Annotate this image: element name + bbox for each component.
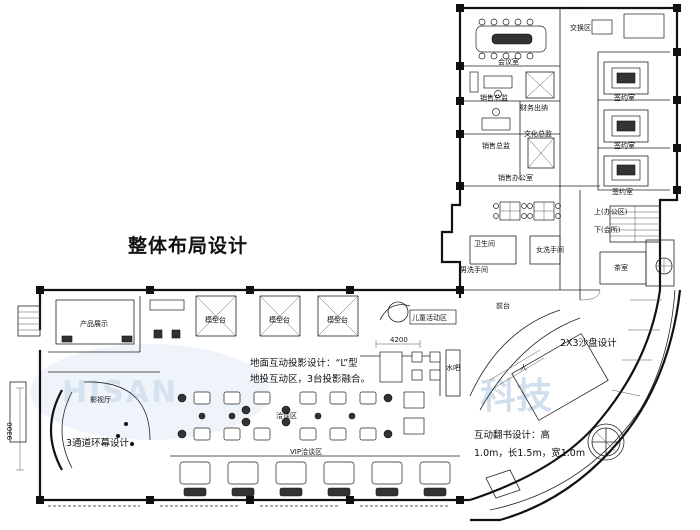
room-lounge: 影视厅 [90,395,111,404]
room-water-bar: 水吧 [446,363,460,372]
floor-projection-line-1: 地面互动投影设计：“L”型 [250,357,358,369]
model-table-1: 模型台 [205,315,226,324]
room-toilets: 卫生间 [474,239,495,248]
model-table-3: 模型台 [327,315,348,324]
flip-book-line-1: 互动翻书设计：高 [474,429,550,441]
showroom: 产品展示 模型台 模型台 模型台 儿童活动区 4200 9300 地面互动投 [6,286,682,522]
sandtable-people-label: 人 [520,364,527,372]
dimension-b: 9300 [6,422,14,440]
room-pantry: 茶室 [614,263,628,272]
room-sales-director-2: 销售总监 [482,141,510,150]
annotation-ring-screen: 3通道环幕设计 [66,437,130,449]
room-reception: 交换区 [570,23,591,32]
watermark-logo-shape [30,344,270,440]
watermark-chinese: 科技 [480,376,552,417]
room-sales-director-1: 销售总监 [480,93,508,102]
room-men: 男洗手间 [460,265,488,274]
room-signing-3: 签约室 [612,187,633,196]
room-signing-2: 签约室 [614,141,635,150]
dimension-a: 4200 [390,336,408,344]
annotation-floor-projection: 地面互动投影设计：“L”型 地投互动区，3台投影融合。 [250,357,370,385]
room-women: 女洗手间 [536,245,564,254]
room-vip-area: VIP洽谈区 [290,447,322,456]
room-sales-office: 销售办公室 [498,173,533,182]
watermark-latin: HISAN [62,375,178,410]
room-meeting: 会议室 [498,57,519,66]
annotation-sandtable: 2X3沙盘设计 [560,337,617,349]
room-nego-area: 洽谈区 [276,411,297,420]
vip-sofas: VIP洽谈区 [170,447,460,497]
room-admin: 文化总监 [524,129,552,138]
stair-up-label: 上(办公区) [594,207,628,216]
negotiation-tables: 洽谈区 [177,391,425,441]
model-table-2: 模型台 [269,315,290,324]
room-product-display: 产品展示 [80,319,108,328]
flip-book-line-2: 1.0m，长1.5m，宽1.0m [474,447,585,459]
model-tables: 模型台 模型台 模型台 [195,295,359,337]
stair-down-label: 下(会所) [594,225,621,234]
annotation-flip-book: 互动翻书设计：高 1.0m，长1.5m，宽1.0m [474,429,585,459]
diagram-title: 整体布局设计 [128,234,248,257]
room-signing-1: 签约室 [614,93,635,102]
office-wing: 会议室 交换区 销售总监 财务出纳 销售总监 文化总监 销售办公室 [440,4,681,310]
room-finance: 财务出纳 [520,103,548,112]
signing-rooms: 签约室 签约室 签约室 [603,61,649,196]
floor-projection-line-2: 地投互动区，3台投影融合。 [250,373,370,385]
room-corridor: 前台 [496,301,510,310]
room-kids-area: 儿童活动区 [412,313,447,322]
